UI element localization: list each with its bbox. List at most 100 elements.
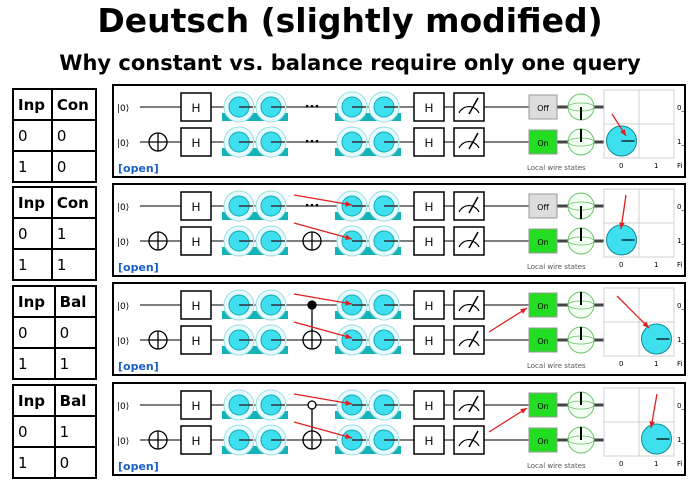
ket-label: |0⟩ [117,337,129,347]
table-cell: 0 [12,316,56,349]
control-dot [307,400,317,410]
amplitude-cell [603,387,640,423]
wire-state-label: Off [537,203,549,212]
ket-label: |0⟩ [117,437,129,447]
red-arrow [293,222,353,240]
control-dot [307,300,317,310]
hadamard-gate [180,92,212,122]
red-arrow [293,194,353,206]
ellipsis: ··· [305,135,320,150]
table-cell: 0 [50,119,98,152]
measure-needle [468,395,479,413]
measure-needle [468,330,479,348]
ellipsis: ··· [305,100,320,115]
table-cell: 1 [12,446,56,479]
prob-label: 0_ [677,203,684,211]
hadamard-label: H [425,334,434,348]
wire-state-box [528,327,558,353]
open-link[interactable]: [open] [118,460,159,473]
ket-label: |0⟩ [117,139,129,149]
red-arrowhead [649,421,655,428]
measure-needle [468,97,479,115]
hadamard-label: H [425,434,434,448]
red-arrowhead [520,308,527,314]
prob-label: 1 [654,460,658,468]
red-arrow [293,421,353,439]
red-arrowhead [345,300,352,306]
table-cell: 0 [12,415,56,448]
table-cell: 0 [53,446,98,479]
wire-state-label: Off [537,104,549,113]
prob-label: 1 [654,261,658,269]
wire-state-box [528,129,558,155]
measure-arc [458,438,480,447]
ellipsis: ··· [305,199,320,214]
wire-state-label: On [537,437,548,446]
hadamard-gate [413,290,445,320]
amplitude-cell [638,387,675,423]
hadamard-gate [413,325,445,355]
hadamard-label: H [425,299,434,313]
hadamard-label: H [425,235,434,249]
measure-arc [458,338,480,347]
prob-label: Fi [677,460,683,468]
page-subtitle: Why constant vs. balance require only on… [59,51,641,75]
red-arrowhead [345,201,352,207]
amplitude-cell [638,123,675,159]
hadamard-label: H [192,299,201,313]
ket-label: |0⟩ [117,402,129,412]
prob-label: 0_ [677,302,684,310]
red-arrow [616,295,650,329]
prob-label: 0 [619,360,623,368]
prob-label: 0_ [677,402,684,410]
measure-arc [458,204,480,213]
open-link[interactable]: [open] [118,261,159,274]
table-cell: 0 [12,119,53,152]
hadamard-gate [413,390,445,420]
open-link[interactable]: [open] [118,360,159,373]
table-header: Inp [12,285,56,318]
hadamard-gate [413,92,445,122]
wire-state-box [528,427,558,453]
ket-label: |0⟩ [117,302,129,312]
hadamard-label: H [425,101,434,115]
red-arrowhead [345,333,352,339]
red-arrowhead [345,433,352,439]
amplitude-cell [638,287,675,323]
table-cell: 1 [12,347,56,380]
hadamard-gate [413,191,445,221]
wire-state-box [528,292,558,318]
hadamard-gate [180,325,212,355]
table-header: Con [50,88,98,121]
hadamard-gate [180,191,212,221]
prob-label: Fi [677,162,683,170]
wire-state-label: On [537,139,548,148]
hadamard-gate [180,127,212,157]
open-link[interactable]: [open] [118,162,159,175]
prob-label: 1_ [677,138,684,146]
prob-label: Fi [677,360,683,368]
red-arrow [293,321,353,339]
ket-label: |0⟩ [117,104,129,114]
red-arrowhead [620,129,626,136]
hadamard-label: H [425,200,434,214]
measure-needle [468,231,479,249]
table-cell: 1 [53,415,98,448]
hadamard-gate [413,226,445,256]
amplitude-cell [603,89,640,125]
table-cell: 1 [12,150,53,183]
table-header: Con [50,186,98,219]
amplitude-cell [603,421,640,457]
table-cell: 1 [12,248,53,281]
